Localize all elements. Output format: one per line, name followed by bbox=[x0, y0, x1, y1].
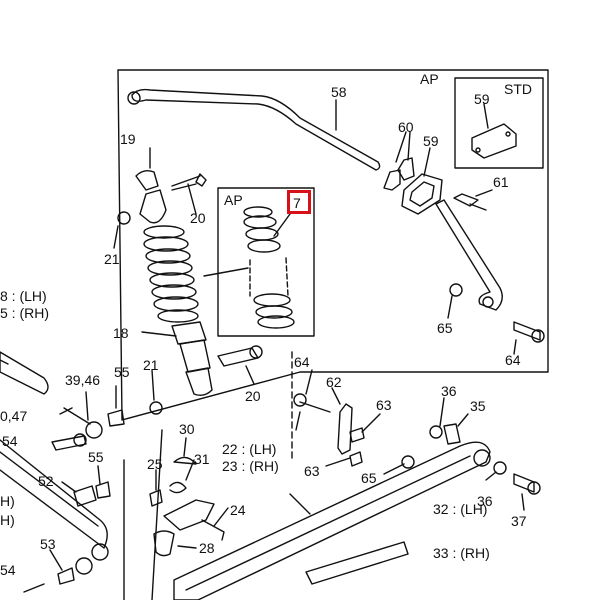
callout-18[interactable]: 18 bbox=[113, 325, 129, 341]
bracket-22 bbox=[163, 499, 215, 531]
nut-25 bbox=[149, 489, 163, 507]
callout-53[interactable]: 53 bbox=[40, 536, 56, 552]
washer-36b bbox=[493, 461, 507, 475]
bushing-36a bbox=[429, 425, 443, 439]
arm-emboss bbox=[305, 541, 409, 585]
ap-spring-box-label: AP bbox=[224, 192, 243, 208]
callout-63-lower[interactable]: 63 bbox=[304, 463, 320, 479]
ap-spring-box bbox=[217, 187, 315, 337]
clip-31 bbox=[169, 481, 187, 494]
lower-arm-32 bbox=[173, 441, 491, 601]
callout-62[interactable]: 62 bbox=[326, 374, 342, 390]
callout-64-right[interactable]: 64 bbox=[505, 352, 521, 368]
callout-19[interactable]: 19 bbox=[120, 131, 136, 147]
bolt-64 bbox=[513, 321, 541, 341]
callout-37[interactable]: 37 bbox=[511, 513, 527, 529]
callout-59-std[interactable]: 59 bbox=[474, 91, 490, 107]
ap-box-label: AP bbox=[420, 71, 439, 87]
callout-20-upper[interactable]: 20 bbox=[190, 210, 206, 226]
callout-61[interactable]: 61 bbox=[493, 174, 509, 190]
callout-54-lower[interactable]: 54 bbox=[0, 562, 16, 578]
cap-30 bbox=[173, 456, 197, 465]
callout-rh-cut[interactable]: 5 : (RH) bbox=[0, 305, 49, 321]
callout-h-cut-a[interactable]: H) bbox=[0, 493, 15, 509]
callout-65-upper[interactable]: 65 bbox=[437, 320, 453, 336]
bolt-37 bbox=[513, 473, 535, 493]
callout-30[interactable]: 30 bbox=[179, 421, 195, 437]
callout-55-upper[interactable]: 55 bbox=[114, 364, 130, 380]
bolt-61 bbox=[453, 193, 479, 207]
link-rod bbox=[435, 199, 503, 311]
bracket-60 bbox=[383, 169, 401, 191]
bushing-35 bbox=[443, 423, 461, 445]
callout-58[interactable]: 58 bbox=[331, 84, 347, 100]
callout-32-lh[interactable]: 32 : (LH) bbox=[433, 501, 488, 517]
callout-21-lower[interactable]: 21 bbox=[143, 357, 159, 373]
callout-36-upper[interactable]: 36 bbox=[441, 383, 457, 399]
bushing-39 bbox=[85, 421, 103, 439]
callout-63-upper[interactable]: 63 bbox=[376, 397, 392, 413]
callout-0-47[interactable]: 0,47 bbox=[0, 408, 28, 424]
bolt-20a bbox=[171, 183, 197, 191]
callout-20-lower[interactable]: 20 bbox=[245, 388, 261, 404]
callout-64-left[interactable]: 64 bbox=[294, 354, 310, 370]
stabilizer-bar bbox=[131, 88, 381, 171]
callout-24[interactable]: 24 bbox=[230, 502, 246, 518]
callout-55-lower[interactable]: 55 bbox=[88, 449, 104, 465]
callout-65-lower[interactable]: 65 bbox=[361, 470, 377, 486]
collar-28 bbox=[153, 530, 175, 557]
shock-absorber bbox=[113, 147, 213, 397]
callout-h-cut-b[interactable]: H) bbox=[0, 512, 15, 528]
callout-59-ap[interactable]: 59 bbox=[423, 133, 439, 149]
ap-spring bbox=[243, 206, 295, 329]
std-box bbox=[454, 77, 544, 169]
callout-33-rh[interactable]: 33 : (RH) bbox=[433, 545, 490, 561]
callout-54-upper[interactable]: 54 bbox=[2, 433, 18, 449]
washer-65a bbox=[449, 283, 463, 297]
nut-55b bbox=[95, 481, 111, 499]
collar-52 bbox=[73, 485, 97, 507]
link-62 bbox=[337, 403, 353, 455]
std-box-label: STD bbox=[504, 81, 532, 97]
ap-outline-box bbox=[117, 69, 549, 421]
callout-lh-cut[interactable]: 8 : (LH) bbox=[0, 288, 47, 304]
std-plate-59 bbox=[471, 123, 517, 159]
callout-52[interactable]: 52 bbox=[38, 473, 54, 489]
nut-55a bbox=[107, 409, 125, 427]
callout-28[interactable]: 28 bbox=[199, 540, 215, 556]
left-arm bbox=[0, 351, 49, 395]
callout-22-lh[interactable]: 22 : (LH) bbox=[222, 441, 277, 457]
bolt-54 bbox=[51, 435, 87, 451]
callout-21-upper[interactable]: 21 bbox=[104, 251, 120, 267]
callout-36-lower[interactable]: 36 bbox=[477, 493, 493, 509]
bush-53 bbox=[75, 557, 93, 575]
callout-23-rh[interactable]: 23 : (RH) bbox=[222, 458, 279, 474]
highlight-box bbox=[287, 190, 311, 214]
callout-31[interactable]: 31 bbox=[194, 451, 210, 467]
callout-39-46[interactable]: 39,46 bbox=[65, 372, 101, 388]
bush-59 bbox=[401, 173, 443, 215]
callout-60[interactable]: 60 bbox=[398, 119, 414, 135]
callout-35[interactable]: 35 bbox=[470, 398, 486, 414]
callout-7[interactable]: 7 bbox=[293, 195, 301, 211]
callout-25[interactable]: 25 bbox=[147, 456, 163, 472]
